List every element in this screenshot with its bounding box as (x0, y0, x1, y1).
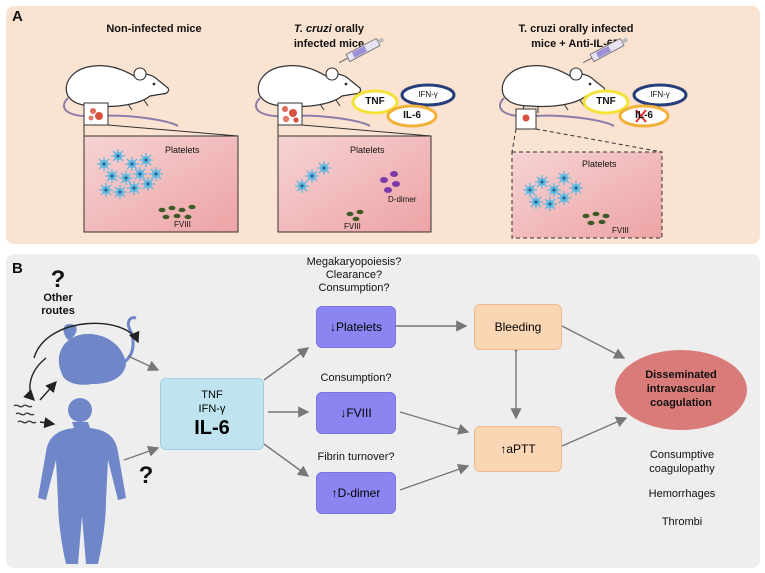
other-routes-label: Other routes (28, 292, 88, 318)
tnf-label-col3: TNF (596, 96, 616, 107)
bleeding-box: Bleeding (474, 304, 562, 350)
arrow-aptt-to-dic (561, 416, 628, 447)
outcome-consumptive-coagulopathy: Consumptive coagulopathy (622, 448, 742, 476)
arrow-other-routes-to-mouse (33, 322, 140, 359)
col3-title: T. cruzi orally infected mice + Anti-IL-… (476, 22, 676, 52)
fviii-question: Consumption? (320, 372, 392, 384)
syringe-icon-col2 (338, 37, 385, 64)
syringe-icon-col3 (582, 37, 629, 64)
other-routes-line1: Other (43, 292, 73, 304)
il6-label-col2: IL-6 (403, 110, 421, 121)
mouse-silhouette-icon (58, 316, 137, 385)
col2-title-rest: orally (331, 23, 365, 35)
cytokine-il6: IL-6 (194, 417, 230, 439)
il6-ring-col3 (618, 104, 670, 128)
ddimer-question: Fibrin turnover? (317, 451, 395, 463)
human-silhouette-icon (38, 398, 126, 564)
question-consumption-platelets: Consumption? (318, 282, 390, 294)
il6-ring-col2 (386, 104, 438, 128)
platelets-label-col3: Platelets (582, 159, 617, 169)
tnf-ring-col2 (351, 89, 399, 115)
ifn-label-col2: IFN-γ (418, 90, 438, 99)
aptt-box: ↑aPTT (474, 426, 562, 472)
question-clearance: Clearance? (325, 269, 383, 281)
other-routes-line2: routes (41, 305, 75, 317)
arrow-il6-to-ddimer (263, 443, 310, 477)
ddimer-box: ↑D-dimer (316, 472, 396, 514)
tnf-label-col2: TNF (365, 96, 385, 107)
question-mark-bottom: ? (138, 462, 154, 489)
dic-ellipse (615, 350, 747, 430)
arrow-mouse-to-il6 (127, 355, 160, 371)
cytokine-box: TNF IFN-γ IL-6 (160, 378, 264, 450)
arrow-parasite-to-human (39, 417, 56, 429)
panel-a-label: A (12, 8, 23, 25)
ifn-ring-col2 (400, 83, 456, 107)
col2-title-italic: T. cruzi (293, 23, 332, 35)
panel-b: B (6, 254, 760, 568)
arrow-bleeding-to-dic (561, 325, 626, 359)
cytokine-tnf: TNF (201, 389, 223, 401)
panel-a: A Non-infected mice T. cruzi orally infe… (6, 6, 760, 244)
arrow-ddimer-to-aptt (399, 463, 470, 491)
mouse-icon-col1 (62, 64, 179, 127)
platelets-label-col2: Platelets (350, 145, 385, 155)
arrow-routes-to-parasite (23, 357, 47, 401)
col2-title: T. cruzi orally infected mice (244, 22, 414, 52)
panel-b-label: B (12, 260, 23, 277)
outcome-thrombi: Thrombi (661, 516, 703, 528)
ifn-label-col3: IFN-γ (650, 90, 670, 99)
ddimer-cluster-col2 (380, 171, 400, 193)
arrow-il6-to-platelets (263, 347, 310, 381)
fviii-box: ↓FVIII (316, 392, 396, 434)
arrow-fviii-to-aptt (399, 411, 470, 435)
arrow-parasite-to-mouse (39, 380, 57, 401)
cytokine-ifn: IFN-γ (198, 403, 226, 415)
mouse-icon-col2 (254, 64, 371, 127)
platelets-box: ↓Platelets (316, 306, 396, 348)
blood-box-col1 (83, 135, 239, 233)
ifn-ring-col3 (632, 83, 688, 107)
col2-title-line2: infected mice (293, 38, 365, 50)
question-megakaryopoiesis: Megakaryopoiesis? (306, 256, 402, 268)
col3-title-line2: mice + Anti-IL-6R (531, 38, 621, 50)
arrow-human-to-il6 (123, 445, 160, 461)
parasite-icon (13, 404, 37, 424)
dic-label: Disseminated intravascular coagulation (620, 368, 742, 410)
platelets-questions: Megakaryopoiesis? Clearance? Consumption… (294, 256, 414, 295)
col1-title: Non-infected mice (106, 23, 202, 35)
question-mark-top: ? (50, 266, 66, 293)
col3-title-line1: T. cruzi orally infected (518, 23, 634, 35)
panel-b-graphics (13, 316, 747, 564)
ddimer-label-col2: D-dimer (388, 195, 417, 204)
dic-line2: intravascular (646, 383, 716, 395)
blood-box-col3 (511, 151, 663, 239)
dic-line3: coagulation (650, 397, 712, 409)
blocked-cross-icon (635, 109, 647, 123)
platelets-label-col1: Platelets (165, 145, 200, 155)
outcome-hemorrhages: Hemorrhages (648, 488, 716, 500)
panel-a-illustrations (62, 37, 688, 239)
il6-label-col3: IL-6 (635, 110, 653, 121)
fviii-label-col2: FVIII (344, 222, 361, 231)
fviii-label-col3: FVIII (612, 226, 629, 235)
fviii-label-col1: FVIII (174, 220, 191, 229)
outcome-line1: Consumptive (649, 449, 715, 461)
tnf-ring-col3 (582, 89, 630, 115)
dic-line1: Disseminated (645, 369, 717, 381)
outcome-line2: coagulopathy (649, 463, 715, 475)
